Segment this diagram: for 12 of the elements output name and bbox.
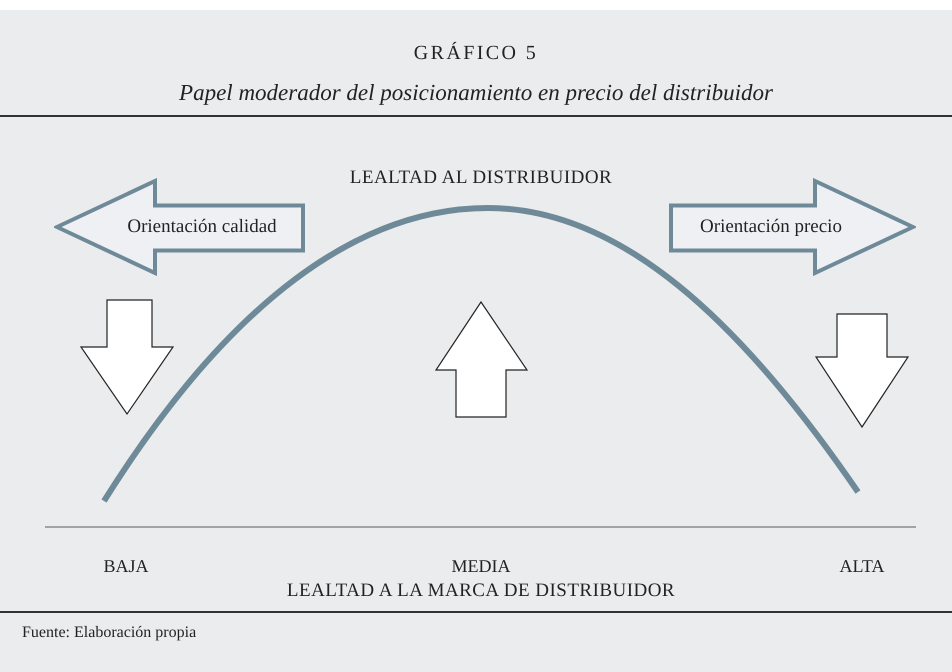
axis-label: LEALTAD A LA MARCA DE DISTRIBUIDOR [286,579,676,603]
axis-label: MEDIA [450,555,512,578]
arrow-label: Orientación precio [699,215,843,239]
arrow-label: Orientación calidad [126,215,278,239]
arrow-shape [54,178,306,276]
arrow-shape [668,178,916,276]
axis-label: BAJA [102,555,150,578]
axis-label: LEALTAD AL DISTRIBUIDOR [348,166,614,190]
source-note: Fuente: Elaboración propia [22,623,198,643]
figure-title: GRÁFICO 5 [412,40,540,66]
figure-caption: Papel moderador del posicionamiento en precio del distribuidor [178,79,774,107]
axis-label: ALTA [838,555,886,578]
